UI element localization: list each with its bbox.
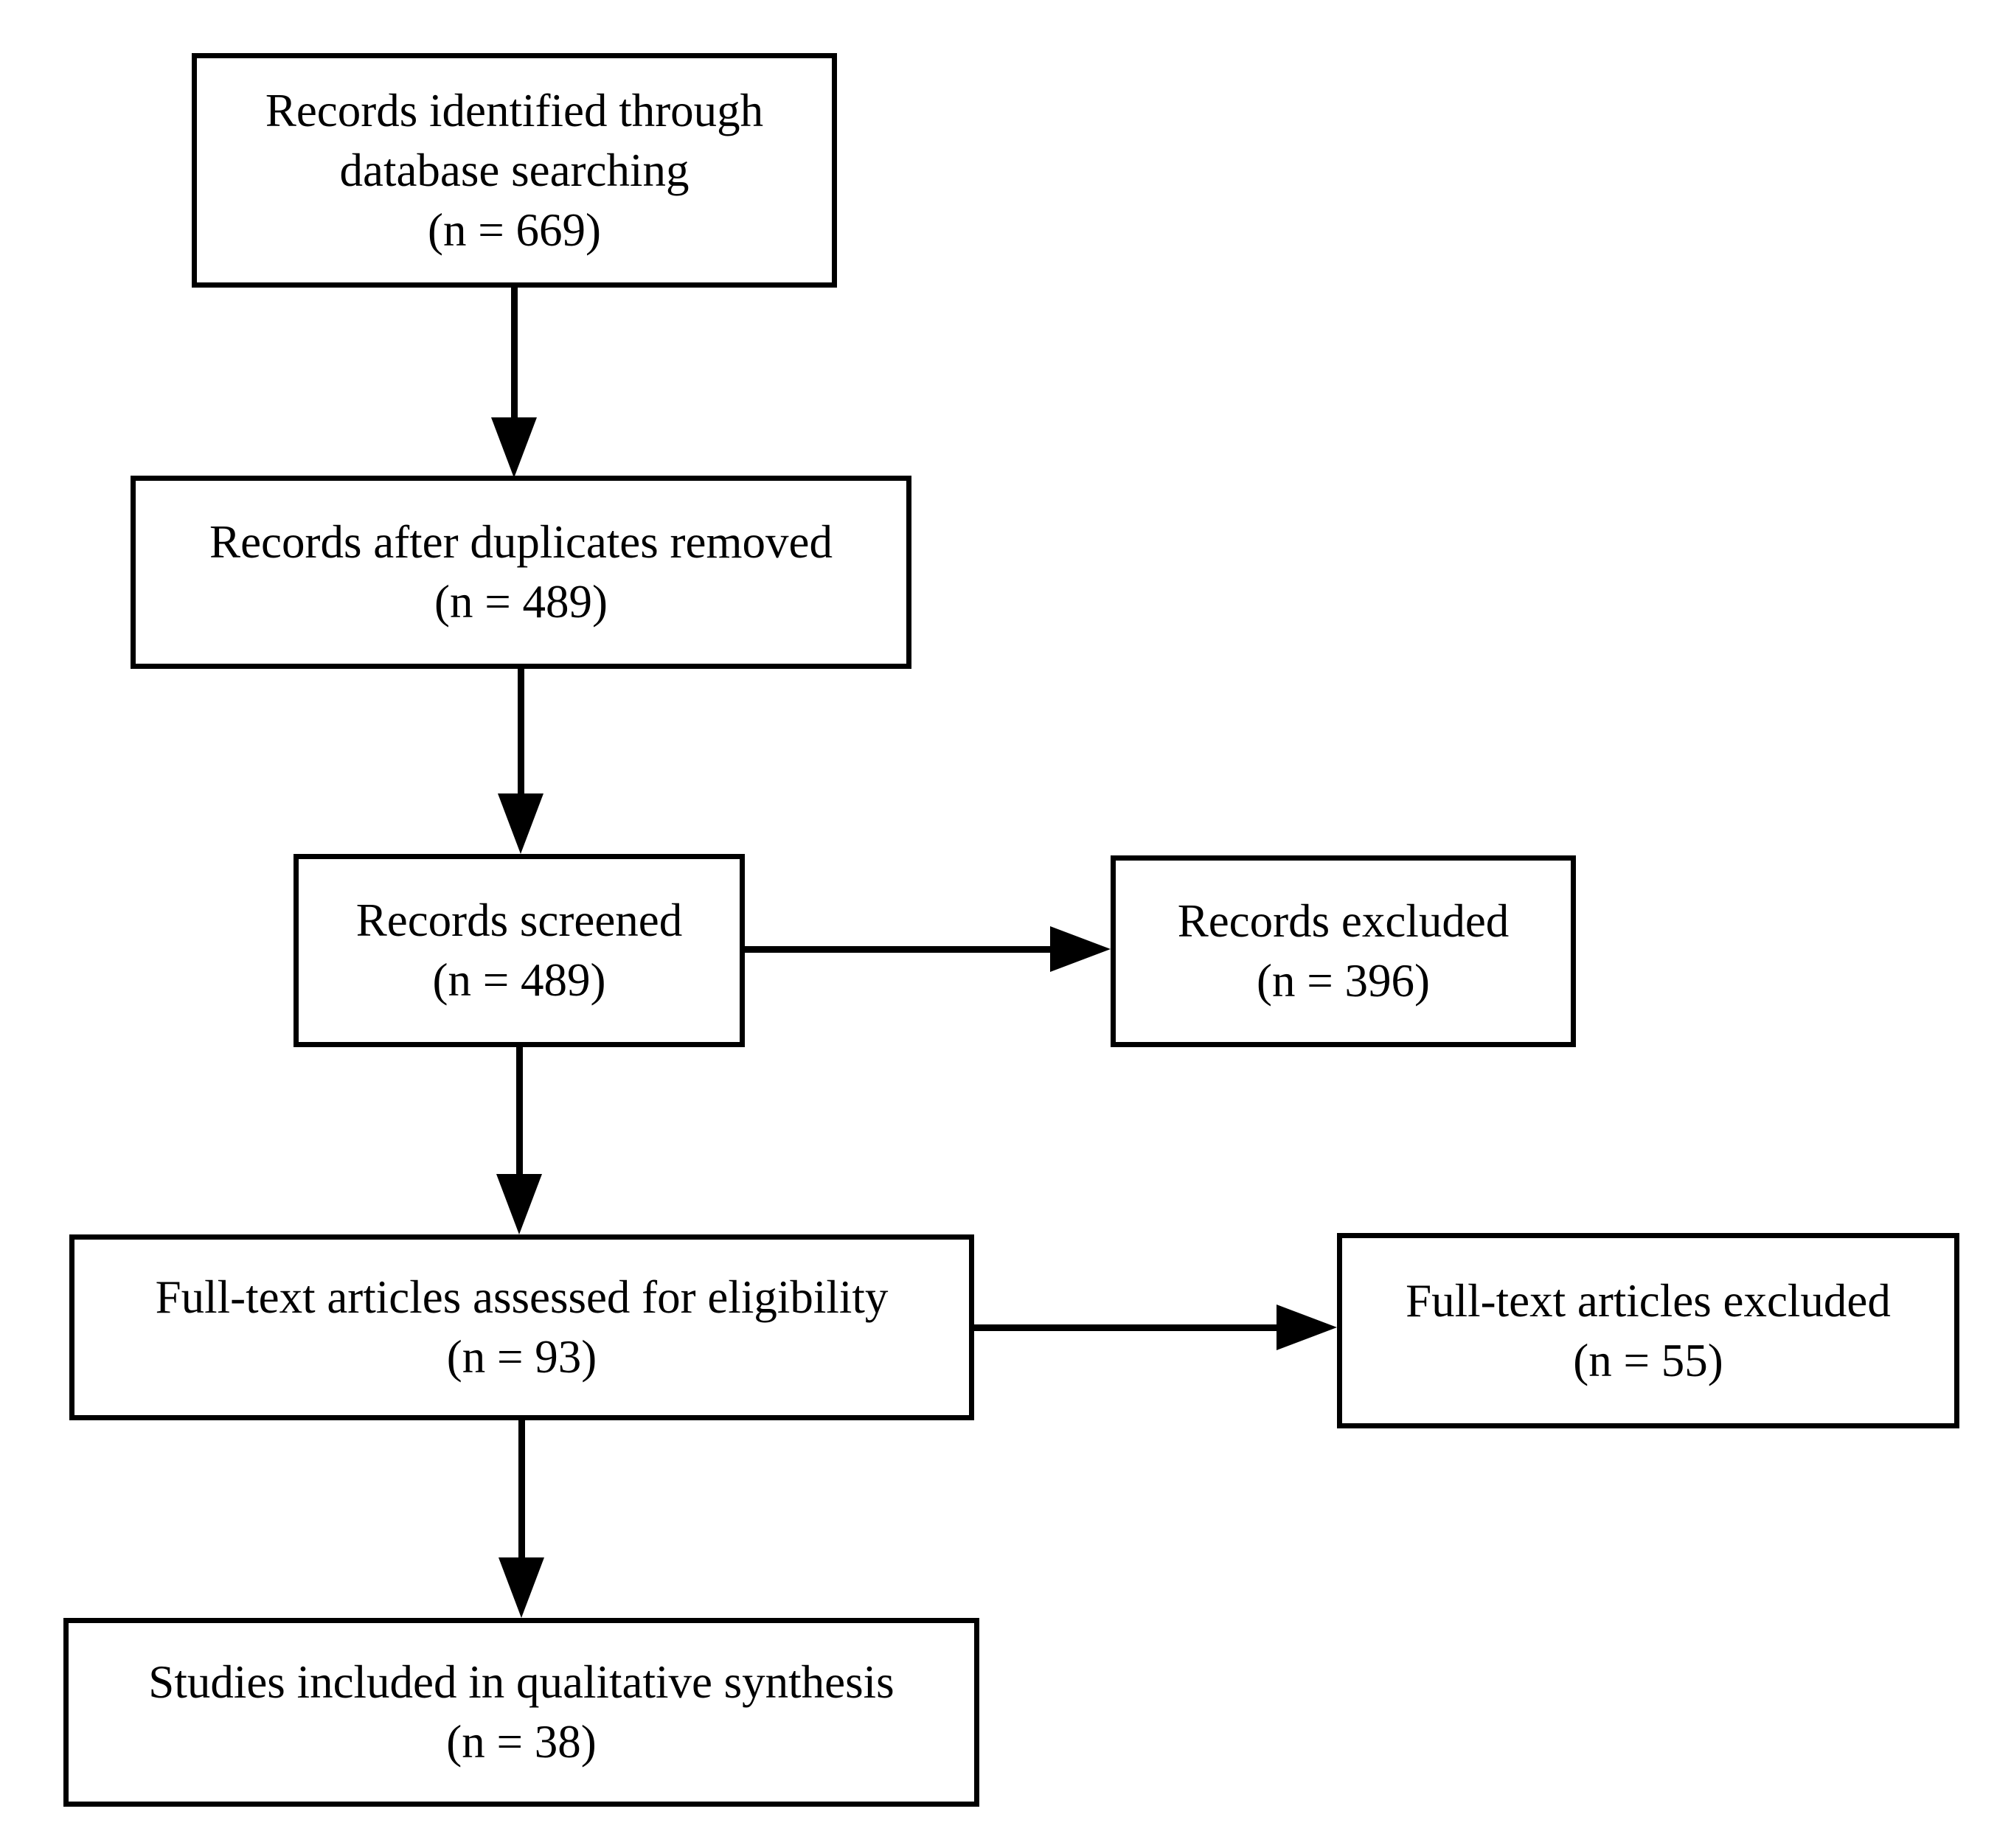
- flow-box-fulltext-excluded: Full-text articles excluded (n = 55): [1337, 1233, 1959, 1428]
- box-count-line: (n = 396): [1257, 955, 1430, 1007]
- connector-line-deduplicated-to-screened: [518, 669, 524, 798]
- box-text-line: Records after duplicates removed: [209, 516, 833, 568]
- box-count-line: (n = 55): [1573, 1334, 1723, 1386]
- box-text-line: Records excluded: [1177, 895, 1510, 947]
- box-count-line: (n = 93): [446, 1331, 597, 1383]
- flow-box-records-screened: Records screened (n = 489): [294, 854, 745, 1047]
- box-text-line: Studies included in qualitative synthesi…: [148, 1656, 895, 1708]
- connector-line-assessed-to-included: [518, 1420, 525, 1562]
- arrow-down-head-icon: [496, 1174, 542, 1234]
- box-count-line: (n = 669): [428, 204, 601, 256]
- arrow-down-head-icon: [498, 793, 543, 854]
- box-text-line: Full-text articles assessed for eligibil…: [155, 1271, 889, 1323]
- box-count-line: (n = 38): [446, 1716, 597, 1768]
- box-count-line: (n = 489): [434, 576, 608, 628]
- arrow-down-head-icon: [491, 417, 537, 478]
- flow-box-records-excluded: Records excluded (n = 396): [1111, 855, 1576, 1047]
- arrow-down-head-icon: [499, 1557, 544, 1618]
- connector-line-screened-to-excluded: [745, 946, 1055, 953]
- box-text-line: Records identified through: [265, 84, 764, 136]
- connector-line-identified-to-deduplicated: [511, 288, 518, 422]
- box-text-line: Full-text articles excluded: [1406, 1274, 1891, 1327]
- flow-box-fulltext-assessed: Full-text articles assessed for eligibil…: [69, 1234, 974, 1420]
- connector-line-assessed-to-excluded: [974, 1324, 1279, 1331]
- box-text-line: Records screened: [355, 895, 683, 946]
- flow-box-records-identified: Records identified through database sear…: [192, 53, 837, 288]
- connector-line-screened-to-assessed: [516, 1047, 523, 1178]
- flow-box-studies-included: Studies included in qualitative synthesi…: [63, 1618, 979, 1807]
- flow-box-duplicates-removed: Records after duplicates removed (n = 48…: [131, 476, 911, 669]
- box-text-line: database searching: [339, 144, 690, 196]
- arrow-right-head-icon: [1050, 926, 1111, 972]
- arrow-right-head-icon: [1277, 1305, 1337, 1350]
- box-count-line: (n = 489): [432, 954, 606, 1006]
